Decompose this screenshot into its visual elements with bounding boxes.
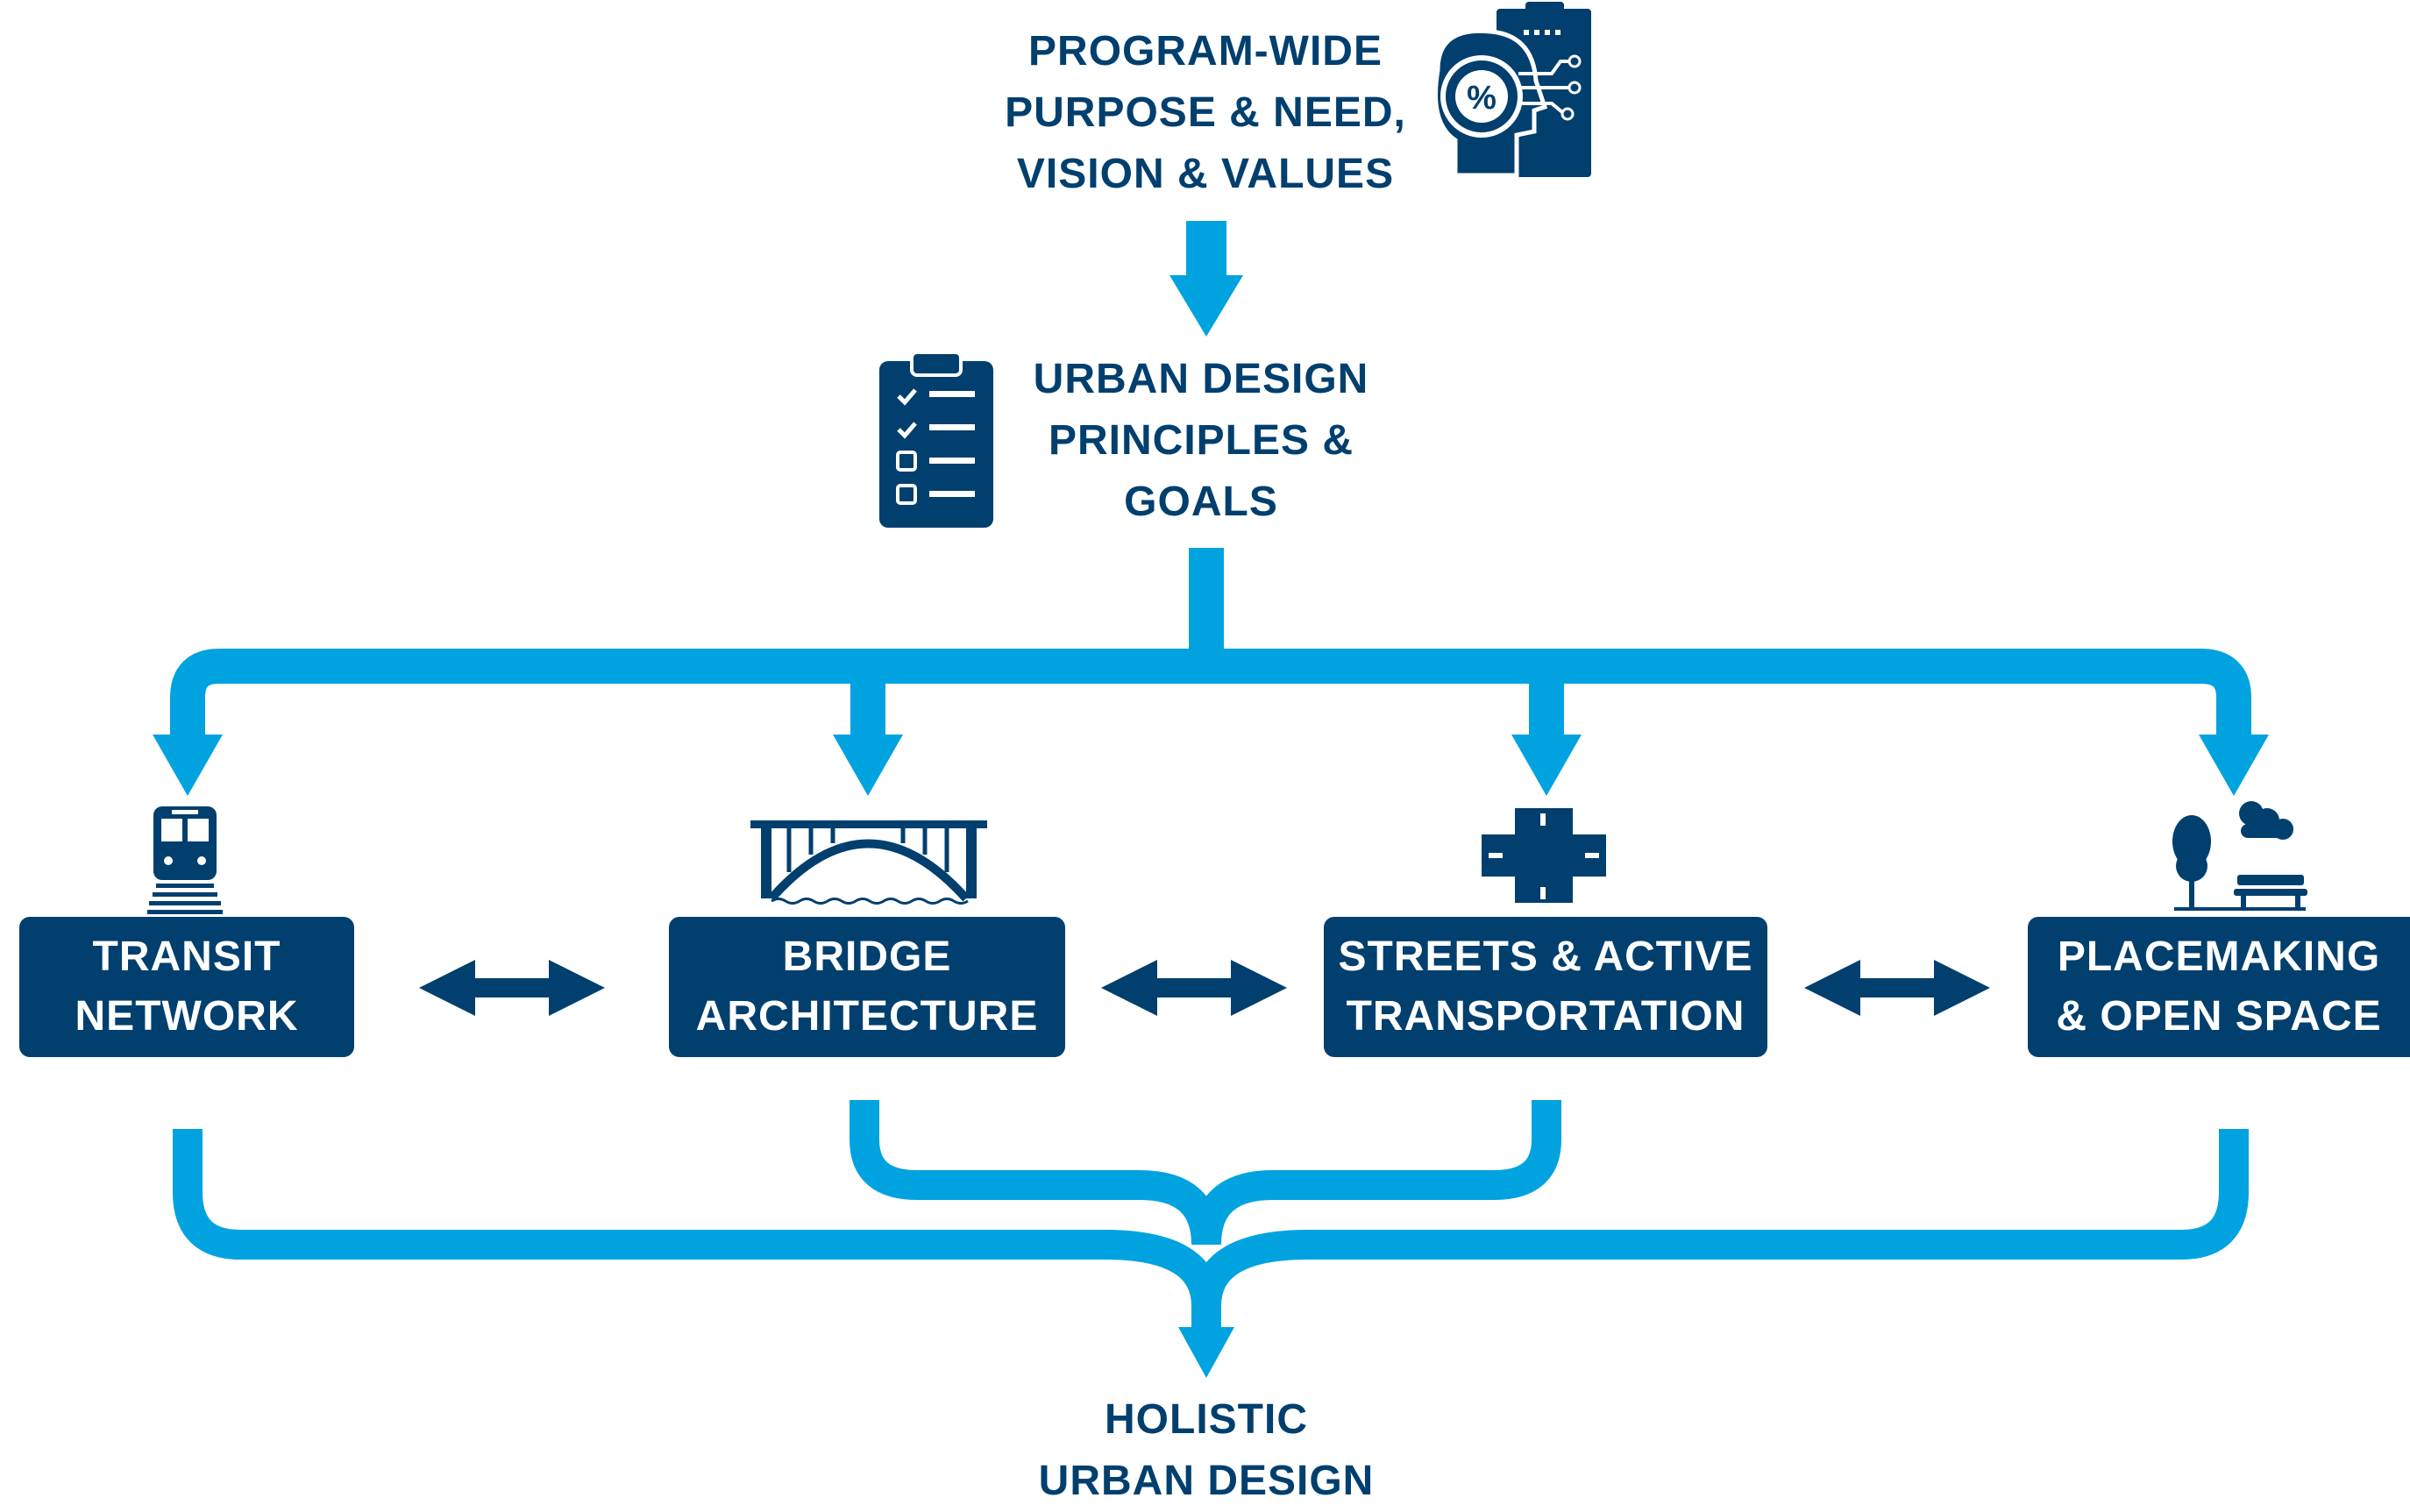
- program-wide-line-1: PROGRAM-WIDE: [1028, 28, 1383, 75]
- bridge-line-1: BRIDGE: [782, 933, 952, 980]
- transit-network-box[interactable]: TRANSIT NETWORK: [19, 917, 354, 1057]
- arrowhead-holistic: [1178, 1327, 1234, 1378]
- holistic-line-2: URBAN DESIGN: [1038, 1458, 1375, 1504]
- placemaking-line-2: & OPEN SPACE: [2056, 993, 2382, 1040]
- streets-line-1: STREETS & ACTIVE: [1338, 933, 1753, 980]
- converging-connector: [173, 1100, 2249, 1332]
- holistic-urban-design-label: HOLISTIC URBAN DESIGN: [987, 1389, 1425, 1512]
- train-icon: [147, 806, 223, 914]
- arrowhead-placemaking: [2199, 735, 2269, 796]
- holistic-line-1: HOLISTIC: [1105, 1396, 1308, 1443]
- category-arrowheads[interactable]: [153, 701, 2269, 796]
- clipboard-checklist-icon: [879, 351, 993, 528]
- svg-text:%: %: [1467, 80, 1496, 117]
- arrowhead-transit: [153, 735, 223, 796]
- principles-label: URBAN DESIGN PRINCIPLES & GOALS: [982, 349, 1420, 533]
- distribution-connector: [170, 548, 2251, 710]
- streets-active-transportation-box[interactable]: STREETS & ACTIVE TRANSPORTATION: [1324, 917, 1767, 1057]
- program-wide-label: PROGRAM-WIDE PURPOSE & NEED, VISION & VA…: [982, 21, 1429, 205]
- bridge-architecture-box[interactable]: BRIDGE ARCHITECTURE: [669, 917, 1065, 1057]
- placemaking-line-1: PLACEMAKING: [2057, 933, 2381, 980]
- arrowhead-streets: [1511, 735, 1582, 796]
- placemaking-open-space-box[interactable]: PLACEMAKING & OPEN SPACE: [2028, 917, 2410, 1057]
- principles-line-3: GOALS: [1124, 479, 1278, 525]
- bridge-icon: [750, 820, 987, 905]
- double-arrow-icon-3: [1804, 960, 1990, 1016]
- arrow-top-to-principles: [1169, 221, 1243, 337]
- park-icon: [2172, 801, 2307, 911]
- program-wide-line-3: VISION & VALUES: [1016, 151, 1395, 197]
- principles-line-1: URBAN DESIGN: [1033, 356, 1369, 402]
- mind-percent-icon: %: [1433, 2, 1591, 178]
- transit-line-2: NETWORK: [75, 993, 299, 1040]
- principles-line-2: PRINCIPLES &: [1048, 417, 1354, 464]
- intersection-icon: [1482, 808, 1606, 903]
- arrowhead-bridge: [833, 735, 903, 796]
- double-arrow-icon-2: [1101, 960, 1287, 1016]
- transit-line-1: TRANSIT: [92, 933, 281, 980]
- streets-line-2: TRANSPORTATION: [1346, 993, 1745, 1040]
- bridge-line-2: ARCHITECTURE: [695, 993, 1039, 1040]
- program-wide-line-2: PURPOSE & NEED,: [1005, 89, 1406, 136]
- bidirectional-arrows: [419, 960, 1990, 1016]
- double-arrow-icon-1: [419, 960, 605, 1016]
